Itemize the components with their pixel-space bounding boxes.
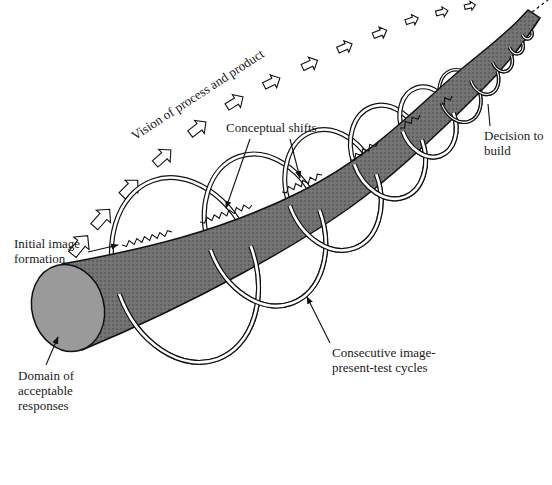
vision-arrow [149,144,176,171]
vision-arrow [185,116,211,141]
tube-end [22,256,114,360]
vision-arrow [300,54,321,73]
response-domain-tube [62,10,540,350]
vision-arrow [435,6,449,19]
leader-line [307,297,330,343]
vision-arrow [223,90,247,113]
cycle-loop [471,71,504,98]
cycle-loop [119,246,283,383]
cycle-loop [493,56,516,75]
annotation-label: Initial image formation [14,236,109,266]
leader-line [46,337,58,365]
leader-lines [46,104,490,365]
annotation-label: Conceptual shifts [226,120,336,135]
annotation-label: Decision to build [484,128,548,158]
cycle-loop [290,174,398,264]
cycle-loop [441,89,488,128]
vision-arrow [404,13,420,27]
cycle-loop [441,89,488,128]
cycle-loop [210,210,346,323]
annotation-label: Domain of acceptable responses [18,368,92,413]
conceptual-shift [282,174,322,193]
conceptual-shift [400,115,420,128]
cycle-loop [471,71,504,98]
leader-line [88,245,118,252]
cycle-loops-front [119,31,534,383]
cycle-loop [119,246,283,383]
cycle-loop [290,174,398,264]
vision-arrow [335,38,354,56]
leader-line [290,139,300,178]
cycle-loop [210,210,346,323]
cycle-loop [493,56,516,75]
conceptual-shift [350,142,378,160]
leader-line [488,104,490,126]
conceptual-shift [122,231,172,247]
vision-arrow [371,25,389,41]
tube-tip [532,0,548,12]
vision-arrow [464,0,477,11]
cycle-loop [509,43,525,56]
leader-line [226,139,250,208]
annotation-label: Consecutive image-present-test cycles [332,345,444,375]
cycle-loop [509,43,525,56]
vision-arrow [261,72,283,93]
cycle-loop [522,31,533,40]
conceptual-shift [440,96,452,104]
cycle-loop [522,31,533,40]
